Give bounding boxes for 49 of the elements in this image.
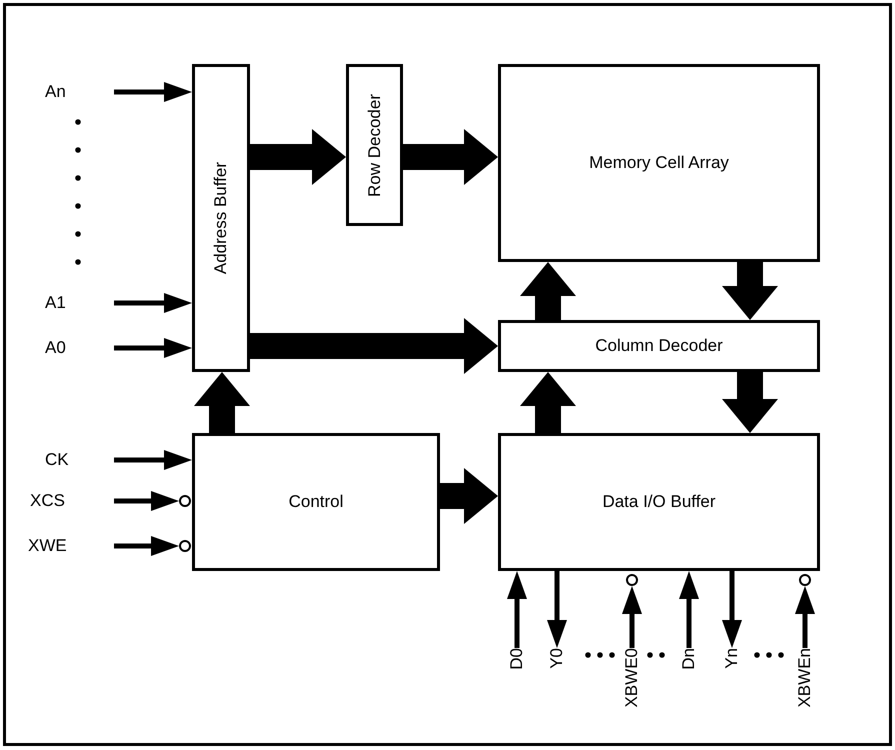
arrow — [722, 571, 742, 648]
arrow — [114, 536, 179, 556]
block-label: Address Buffer — [211, 162, 231, 274]
arrow — [114, 293, 192, 313]
pin-label: Yn — [722, 648, 742, 669]
block-box — [498, 64, 820, 262]
block-arrow — [250, 129, 346, 185]
inversion-bubble — [626, 574, 638, 586]
pin-label: XCS — [30, 491, 65, 511]
block-arrow — [403, 129, 498, 185]
block-label: Control — [288, 492, 344, 512]
block-arrow — [250, 318, 498, 374]
block-box — [498, 433, 820, 571]
arrow — [114, 450, 192, 470]
arrow — [507, 571, 527, 648]
block-box — [498, 320, 820, 372]
arrow — [114, 491, 179, 511]
block-arrow — [722, 262, 778, 320]
block-label: Memory Cell Array — [589, 153, 729, 173]
inversion-bubble — [179, 495, 191, 507]
block-box — [346, 64, 403, 226]
pin-label: XWE — [28, 536, 67, 556]
pin-label: Dn — [679, 648, 699, 670]
block-arrow — [520, 262, 576, 320]
pin-label: A0 — [45, 338, 66, 358]
block-box — [192, 433, 440, 571]
pin-label: An — [45, 82, 66, 102]
pin-label: XBWEn — [795, 648, 815, 708]
arrow — [114, 338, 192, 358]
block-box — [192, 64, 250, 372]
pin-label: D0 — [507, 648, 527, 670]
arrow — [795, 586, 815, 648]
block-label: Column Decoder — [595, 336, 723, 356]
arrow — [114, 82, 192, 102]
arrow — [679, 571, 699, 648]
inversion-bubble — [179, 540, 191, 552]
pin-label: A1 — [45, 293, 66, 313]
pin-label: Y0 — [547, 648, 567, 669]
arrow — [547, 571, 567, 648]
block-arrow — [520, 372, 576, 433]
block-label: Data I/O Buffer — [602, 492, 716, 512]
block-arrow — [722, 372, 778, 433]
arrow — [622, 586, 642, 648]
block-arrow — [440, 468, 498, 524]
pin-label: XBWE0 — [622, 648, 642, 708]
inversion-bubble — [799, 574, 811, 586]
block-label: Row Decoder — [364, 94, 384, 196]
pin-label: CK — [45, 450, 69, 470]
block-arrow — [194, 372, 250, 433]
